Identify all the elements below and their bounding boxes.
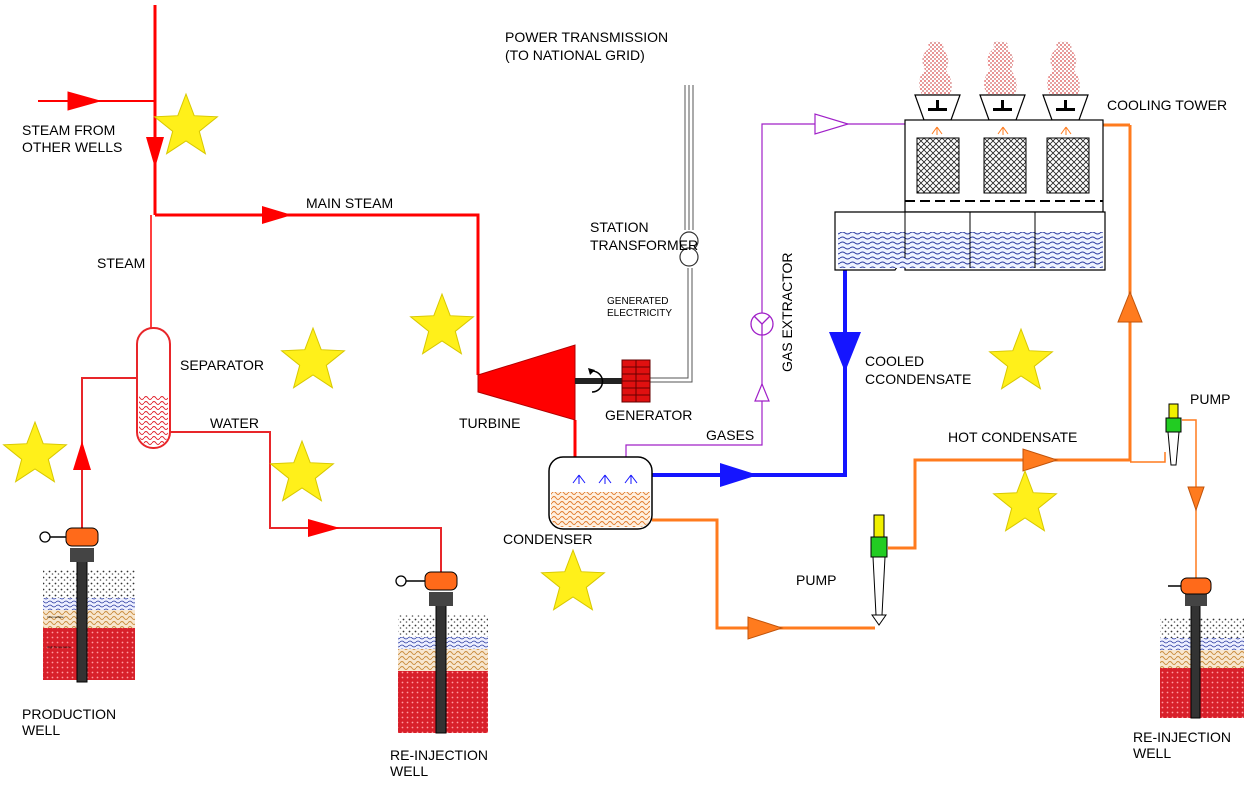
reinjection-well-mid — [395, 571, 488, 734]
steam-plume — [1047, 41, 1080, 95]
flow-arrow-icon — [73, 441, 91, 470]
reinjection-well-right — [1160, 577, 1244, 719]
flow-arrow-icon — [146, 137, 164, 168]
flow-arrow-icon — [308, 519, 340, 537]
label-cooled-condensate: COOLED — [865, 353, 924, 369]
turbine — [477, 344, 622, 421]
star-markers — [2, 92, 1058, 611]
label-reinjection-well-mid-2: WELL — [390, 763, 428, 779]
label-cooled-condensate-2: CCONDENSATE — [865, 371, 971, 387]
label-station-transformer-2: TRANSFORMER — [590, 237, 698, 253]
label-hot-condensate: HOT CONDENSATE — [948, 429, 1077, 445]
svg-text:High Temperature: High Temperature — [47, 645, 71, 649]
flow-arrow-icon — [262, 206, 292, 224]
label-reinjection-well-right: RE-INJECTION — [1133, 729, 1231, 745]
star-icon — [269, 439, 335, 502]
flow-arrow-icon — [814, 113, 851, 135]
fan-icon — [928, 100, 1075, 111]
label-reinjection-well-right-2: WELL — [1133, 745, 1171, 761]
flow-arrow-icon — [754, 382, 770, 402]
label-generated-electricity: GENERATED — [607, 296, 669, 307]
star-icon — [988, 327, 1054, 390]
production-well: High Temperature Intermediate — [39, 527, 135, 683]
power-lines — [650, 85, 694, 383]
label-cooling-tower: COOLING TOWER — [1107, 97, 1227, 113]
svg-text:Intermediate: Intermediate — [47, 615, 64, 619]
label-separator: SEPARATOR — [180, 357, 264, 373]
star-icon — [540, 548, 606, 611]
star-icon — [992, 469, 1058, 532]
hot-condensate-pipe — [888, 125, 1132, 550]
label-power-transmission-2: (TO NATIONAL GRID) — [505, 47, 645, 63]
pump-right — [1165, 403, 1182, 466]
label-pump-mid: PUMP — [796, 572, 836, 588]
star-icon — [153, 92, 219, 155]
gas-extractor — [750, 312, 774, 336]
label-steam: STEAM — [97, 255, 145, 271]
label-production-well-2: WELL — [22, 722, 60, 738]
rotation-icon — [591, 370, 604, 393]
label-gases: GASES — [706, 427, 754, 443]
steam-pipes — [38, 5, 577, 580]
label-condenser: CONDENSER — [503, 531, 592, 547]
label-pump-right: PUMP — [1190, 391, 1230, 407]
label-generator: GENERATOR — [605, 407, 692, 423]
condenser-outlet-pipe — [652, 518, 875, 630]
label-steam-from-other-wells: STEAM FROM — [22, 122, 115, 138]
star-icon — [409, 292, 475, 355]
label-reinjection-well-mid: RE-INJECTION — [390, 747, 488, 763]
station-transformer — [679, 231, 699, 267]
label-generated-electricity-2: ELECTRICITY — [607, 308, 672, 319]
flow-arrow-icon — [829, 332, 861, 372]
flow-arrow-icon — [1187, 486, 1205, 512]
label-gas-extractor: GAS EXTRACTOR — [779, 252, 795, 372]
condenser — [548, 456, 653, 530]
steam-plume — [919, 41, 952, 95]
separator — [136, 327, 171, 449]
labels: STEAM FROM OTHER WELLS MAIN STEAM STEAM … — [22, 29, 1231, 779]
flow-arrows — [67, 91, 1205, 640]
flow-arrow-icon — [747, 616, 784, 640]
flow-arrow-icon — [1117, 290, 1143, 323]
gas-pipe — [625, 123, 905, 462]
reinjection-feed-pipe — [1182, 419, 1197, 580]
production-well-pipe — [81, 377, 137, 528]
valve-icon — [395, 575, 407, 587]
pump-feed-pipe — [1130, 452, 1166, 463]
water-pipe — [170, 431, 442, 580]
flow-arrow-icon — [720, 463, 758, 487]
label-water: WATER — [210, 415, 259, 431]
label-main-steam: MAIN STEAM — [306, 195, 393, 211]
label-steam-from-other-wells-2: OTHER WELLS — [22, 139, 122, 155]
steam-plume — [984, 41, 1017, 95]
pump-mid — [870, 514, 888, 626]
flow-arrow-icon — [67, 91, 102, 111]
label-production-well: PRODUCTION — [22, 706, 116, 722]
flow-arrow-icon — [1022, 448, 1059, 472]
star-icon — [280, 326, 346, 389]
cooling-tower — [834, 41, 1106, 271]
label-turbine: TURBINE — [459, 415, 520, 431]
label-power-transmission: POWER TRANSMISSION — [505, 29, 668, 45]
valve-icon — [39, 531, 51, 543]
label-station-transformer: STATION — [590, 219, 649, 235]
rotation-arrow-icon — [588, 368, 595, 375]
generator — [621, 359, 651, 403]
star-icon — [2, 420, 68, 483]
